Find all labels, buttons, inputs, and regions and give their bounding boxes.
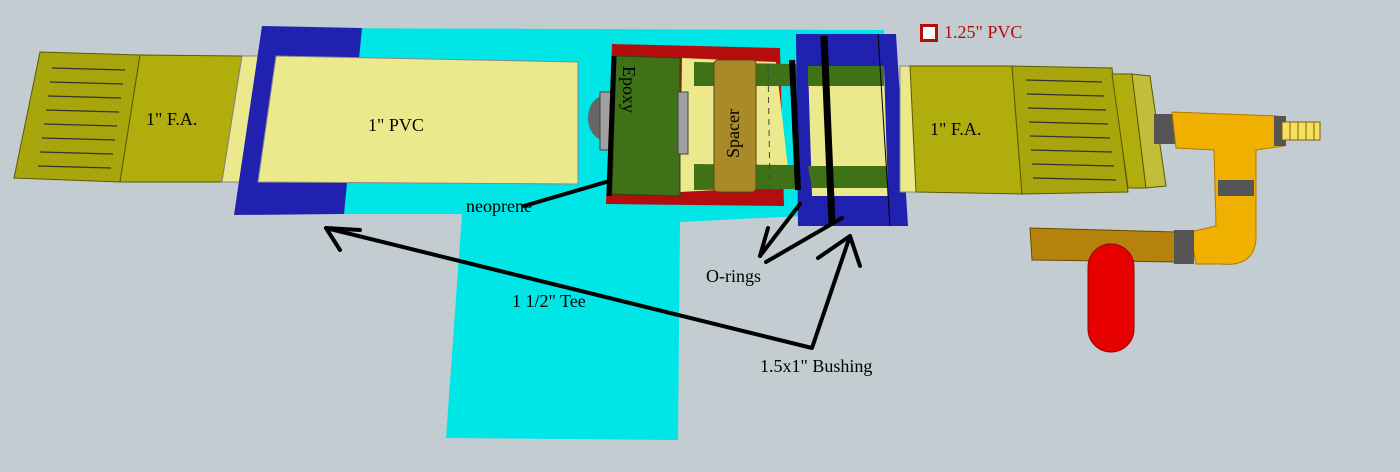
bushing-arrow-right-head — [816, 234, 862, 268]
right-fa-label: 1" F.A. — [930, 119, 982, 139]
right-bushing-green-bottom — [808, 166, 888, 188]
o-ring-1 — [789, 59, 801, 191]
legend-text: 1.25" PVC — [944, 22, 1023, 42]
neoprene-line — [606, 55, 617, 197]
pvc-1in — [257, 55, 579, 185]
epoxy-washer — [677, 91, 689, 155]
legend-125-pvc: 1.25" PVC — [920, 22, 1022, 43]
valve-band-bottom — [1174, 230, 1194, 264]
neoprene-pointer — [522, 180, 608, 208]
o-ring-arrow-1 — [758, 202, 802, 258]
o-ring-arrow-2 — [764, 216, 844, 264]
spacer-label: Spacer — [723, 109, 743, 158]
epoxy-block — [611, 55, 681, 197]
epoxy-label: Epoxy — [619, 66, 639, 113]
right-bushing-edge — [877, 33, 891, 227]
annotation-arrows — [324, 180, 862, 350]
right-fa-outer — [1011, 65, 1129, 195]
handle-grip — [1087, 243, 1135, 353]
bushing-arrow-left — [324, 226, 852, 350]
right-bushing-green-top — [808, 66, 884, 86]
neoprene-label: neoprene — [466, 196, 532, 216]
valve-band-top — [1218, 180, 1254, 196]
valve-gray-connector — [1154, 114, 1176, 144]
o-ring-2 — [820, 35, 836, 225]
right-nipple-end — [1131, 73, 1167, 189]
left-fa-ridges — [37, 67, 126, 169]
left-fa-label: 1" F.A. — [146, 109, 198, 129]
pvc-label: 1" PVC — [368, 115, 424, 135]
valve-stem-threads — [1289, 122, 1315, 140]
o-ring-arrow-1-head — [758, 226, 770, 258]
legend-swatch-icon — [920, 23, 938, 42]
right-fa-ridges — [1025, 79, 1117, 181]
bushing-arrow-left-head — [324, 226, 362, 252]
spacer-block — [713, 59, 757, 193]
valve-stem — [1281, 121, 1321, 141]
left-fa-outer — [13, 51, 141, 183]
o-rings-label: O-rings — [706, 266, 761, 286]
bushing-label: 1.5x1" Bushing — [760, 356, 873, 376]
tee-label: 1 1/2" Tee — [512, 291, 586, 311]
